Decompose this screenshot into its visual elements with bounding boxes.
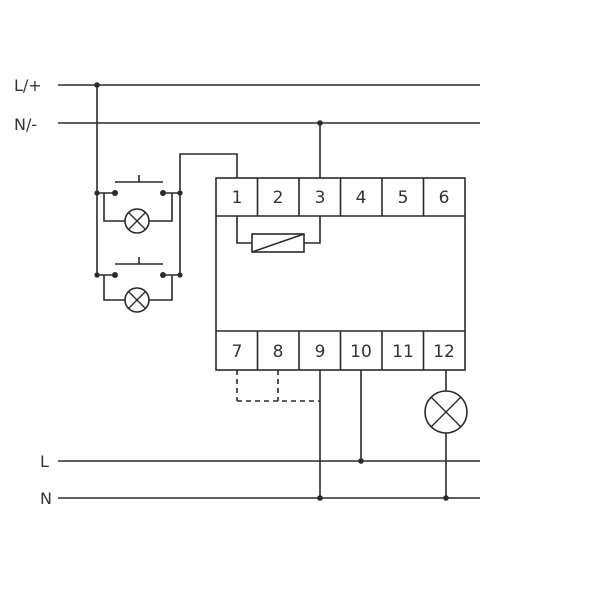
terminal-10: 10 xyxy=(350,342,372,362)
terminal-8: 8 xyxy=(273,342,284,362)
terminal-2: 2 xyxy=(273,188,284,208)
label-l-plus: L/+ xyxy=(14,76,42,95)
label-n: N xyxy=(40,489,52,508)
pushbutton-1 xyxy=(94,175,183,196)
terminal-6: 6 xyxy=(439,188,450,208)
terminal-11: 11 xyxy=(392,342,414,362)
load-lamp xyxy=(424,370,468,498)
label-n-minus: N/- xyxy=(14,115,37,134)
terminal-7: 7 xyxy=(232,342,243,362)
terminal-row-bottom: 7 8 9 10 11 12 xyxy=(232,331,455,370)
junction-dot xyxy=(443,495,449,501)
terminal-3: 3 xyxy=(315,188,326,208)
indicator-lamp-1 xyxy=(103,193,173,234)
relay-coil xyxy=(236,216,321,253)
indicator-lamp-2 xyxy=(103,275,173,313)
terminal-row-top: 1 2 3 4 5 6 xyxy=(232,178,450,216)
label-l: L xyxy=(40,452,49,471)
terminal-9: 9 xyxy=(315,342,326,362)
terminal-4: 4 xyxy=(356,188,367,208)
pushbutton-2 xyxy=(94,257,183,278)
optional-link xyxy=(236,370,320,402)
junction-dot xyxy=(358,458,364,464)
terminal-5: 5 xyxy=(398,188,409,208)
terminal-12: 12 xyxy=(433,342,455,362)
terminal-1: 1 xyxy=(232,188,243,208)
control-wire xyxy=(179,153,238,275)
junction-dot xyxy=(317,495,323,501)
